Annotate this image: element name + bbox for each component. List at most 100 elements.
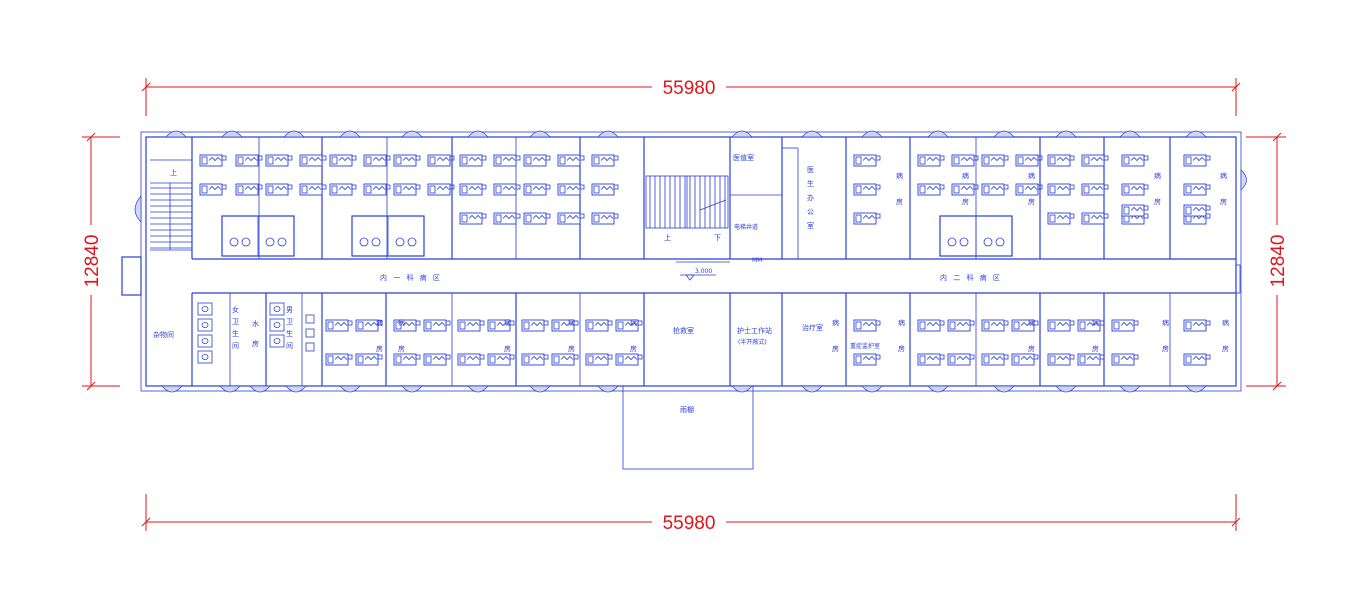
bed-blanket (244, 185, 258, 191)
corridor (192, 258, 1236, 294)
bed-frame (585, 319, 609, 332)
bed-table (875, 354, 881, 360)
doctor-office-label: 办 (807, 193, 814, 202)
bed-table (1143, 205, 1149, 211)
bed-blanket (208, 185, 222, 191)
window-wing-bottom (219, 385, 241, 393)
bed-blanket (862, 156, 876, 162)
ward-room-label: 病 (504, 318, 511, 327)
bed-frame (355, 353, 379, 366)
bed-table (479, 354, 485, 360)
bed-frame (1183, 204, 1207, 217)
bed-blanket (990, 321, 1004, 327)
bed-pillow (1049, 185, 1056, 194)
bed-table (613, 155, 619, 161)
toilet-fixture (995, 237, 1005, 247)
bed-blanket (334, 321, 348, 327)
bed-pillow (855, 156, 862, 165)
bed-pillow (365, 156, 372, 165)
bed-blanket (594, 355, 608, 361)
bed-pillow (301, 185, 308, 194)
bed-table (481, 155, 487, 161)
dimension-right-text: 12840 (1268, 235, 1289, 288)
bed-pillow (1113, 321, 1120, 330)
bed-blanket (468, 185, 482, 191)
bed-table (445, 320, 451, 326)
bed-table (351, 155, 357, 161)
window-wing-top (339, 130, 361, 138)
elevator-mark: MM (752, 257, 762, 264)
bed (981, 319, 1009, 332)
bed-table (1003, 354, 1009, 360)
bed-frame (487, 319, 511, 332)
bed-blanket (468, 214, 482, 220)
canopy-label: 雨棚 (680, 405, 694, 414)
bed-pillow (523, 321, 530, 330)
bed-pillow (429, 156, 436, 165)
bed (523, 212, 551, 225)
sink-fixture (241, 237, 251, 247)
bed-table (377, 320, 383, 326)
toilet-stall (197, 302, 213, 316)
bed-frame (363, 154, 387, 167)
bed-table (1003, 155, 1009, 161)
bed-table (1069, 320, 1075, 326)
toilet-stall (269, 334, 285, 348)
window-wing-top (221, 130, 243, 138)
bed-table (385, 184, 391, 190)
urinal (305, 314, 315, 324)
bed-blanket (466, 321, 480, 327)
bed-table (579, 184, 585, 190)
bed-pillow (1013, 321, 1020, 330)
urinal (305, 342, 315, 352)
bed-blanket (1056, 185, 1070, 191)
stair-left: 上 (150, 159, 192, 251)
bed-pillow (587, 321, 594, 330)
bed-table (321, 155, 327, 161)
bed-table (1143, 184, 1149, 190)
bed-blanket (1120, 321, 1134, 327)
male-toilet-label: 间 (286, 342, 293, 350)
bed-blanket (956, 355, 970, 361)
ward-room-label: 病 (630, 318, 637, 327)
bed-frame (235, 154, 259, 167)
window-wing-bottom (529, 385, 551, 393)
bed (917, 353, 945, 366)
bed-table (257, 184, 263, 190)
bed-blanket (960, 156, 974, 162)
toilet-fixture (201, 338, 209, 344)
bed-frame (493, 154, 517, 167)
toilet-fixture (359, 237, 369, 247)
bed-frame (1081, 154, 1105, 167)
bed (1077, 319, 1105, 332)
bed-blanket (364, 355, 378, 361)
bed-frame (917, 319, 941, 332)
bed-blanket (926, 185, 940, 191)
bed-frame (1011, 353, 1035, 366)
bed-blanket (960, 185, 974, 191)
bed-blanket (208, 156, 222, 162)
bed-frame (325, 319, 349, 332)
dimension-bottom-text: 55980 (663, 513, 716, 534)
doctor-office-label: 公 (807, 208, 814, 216)
bed-pillow (949, 321, 956, 330)
bed-table (613, 213, 619, 219)
bed-blanket (468, 156, 482, 162)
bed-pillow (425, 355, 432, 364)
bed-table (1069, 213, 1075, 219)
bed-blanket (532, 156, 546, 162)
bed-frame (1121, 204, 1145, 217)
bed (1183, 183, 1211, 196)
window-wing-top (927, 130, 949, 138)
bed-frame (1077, 319, 1101, 332)
bed (393, 154, 421, 167)
ward-room-label: 房 (896, 197, 903, 206)
bed-table (1037, 184, 1043, 190)
bed-table (1069, 354, 1075, 360)
toilet-stall (269, 318, 285, 332)
bed-blanket (496, 321, 510, 327)
bed-blanket (926, 355, 940, 361)
bed-frame (199, 154, 223, 167)
bed-table (545, 213, 551, 219)
bed-blanket (600, 156, 614, 162)
